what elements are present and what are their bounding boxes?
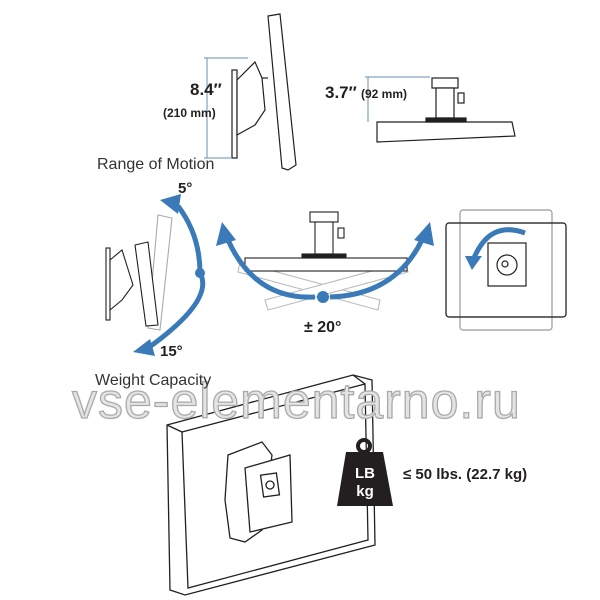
swivel-arrow	[225, 238, 425, 300]
weight-icon-lb: LB	[355, 465, 375, 482]
tilt-up-label: 5°	[178, 180, 193, 197]
swivel-label: ± 20°	[304, 319, 342, 336]
tilt-pivot-dot	[195, 268, 205, 278]
side-view-mount	[231, 13, 297, 171]
depth-mm-label: (92 mm)	[361, 87, 408, 101]
rotation-arrow	[471, 227, 526, 260]
height-mm-label: (210 mm)	[163, 106, 216, 120]
tilt-view-mount	[105, 214, 173, 331]
rotation-arrowhead	[465, 256, 482, 270]
weight-capacity-value: ≤ 50 lbs. (22.7 kg)	[403, 466, 528, 483]
height-dimension-line	[204, 57, 248, 159]
swivel-right-arrowhead	[414, 222, 434, 246]
tilt-down-label: 15°	[160, 343, 183, 360]
range-of-motion-title: Range of Motion	[97, 156, 215, 173]
weight-capacity-title: Weight Capacity	[95, 372, 212, 389]
tilt-up-arrowhead	[160, 194, 181, 214]
monitor-with-mount	[166, 374, 376, 596]
weight-icon: LB kg	[337, 438, 393, 506]
top-view-mount	[376, 77, 516, 143]
rotation-view-mount	[445, 209, 567, 331]
depth-dimension-line	[365, 76, 430, 122]
watermark: vse-elementarno.ru	[71, 372, 521, 429]
tilt-down-arrowhead	[133, 339, 155, 356]
swivel-left-arrowhead	[216, 222, 236, 246]
swivel-pivot-dot	[317, 291, 329, 303]
weight-icon-kg: kg	[356, 483, 374, 500]
height-inches-label: 8.4″	[190, 80, 222, 99]
depth-inches-label: 3.7″	[325, 83, 357, 102]
